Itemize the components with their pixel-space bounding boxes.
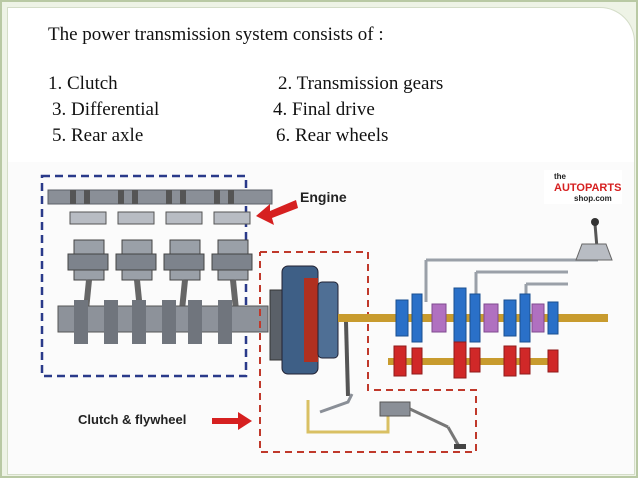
- transmission-diagram: Engine the AUTOPARTS shop.com: [8, 162, 634, 474]
- engine-label: Engine: [300, 189, 347, 205]
- svg-text:AUTOPARTS: AUTOPARTS: [554, 182, 621, 194]
- autoparts-logo: the AUTOPARTS shop.com: [544, 170, 622, 204]
- list-item-rear-axle: 5. Rear axle: [52, 125, 144, 146]
- list-item-rear-wheels: 6. Rear wheels: [276, 125, 389, 146]
- layshaft-gears: [393, 341, 559, 379]
- gear-lever-boot: [575, 243, 613, 261]
- clutch-plate: [304, 278, 318, 362]
- cylinder-3: [163, 211, 205, 281]
- hydraulic-line: [306, 400, 390, 434]
- master-cylinder: [379, 401, 411, 417]
- list-item-clutch: 1. Clutch: [48, 73, 118, 94]
- svg-text:shop.com: shop.com: [574, 194, 612, 203]
- list-item-final-drive: 4. Final drive: [273, 99, 375, 120]
- list-item-transmission-gears: 2. Transmission gears: [278, 73, 444, 94]
- valve-springs: [70, 190, 234, 204]
- svg-text:the: the: [554, 172, 567, 181]
- engine-arrow: [256, 200, 298, 225]
- clutch-pedal-arm[interactable]: [409, 407, 449, 429]
- clutch-flywheel-label: Clutch & flywheel: [78, 412, 186, 427]
- cylinder-4: [211, 211, 253, 281]
- list-item-differential: 3. Differential: [52, 99, 160, 120]
- main-shaft-gears: [395, 287, 559, 349]
- camshaft: [47, 189, 273, 205]
- clutch-fork: [344, 321, 350, 397]
- pressure-plate: [317, 281, 339, 359]
- slide-title: The power transmission system consists o…: [48, 24, 384, 45]
- gear-knob[interactable]: [591, 218, 599, 226]
- slave-cylinder: [319, 393, 354, 414]
- clutch-outline: [259, 251, 477, 453]
- cylinder-1: [67, 211, 109, 281]
- crank-weights: [74, 300, 232, 344]
- synchro-hubs: [431, 303, 545, 333]
- selector-rods: [424, 258, 598, 302]
- content-panel: The power transmission system consists o…: [8, 8, 634, 474]
- cylinder-2: [115, 211, 157, 281]
- layshaft: [388, 358, 548, 365]
- pedal-pad[interactable]: [454, 444, 466, 449]
- clutch-arrow: [212, 412, 252, 430]
